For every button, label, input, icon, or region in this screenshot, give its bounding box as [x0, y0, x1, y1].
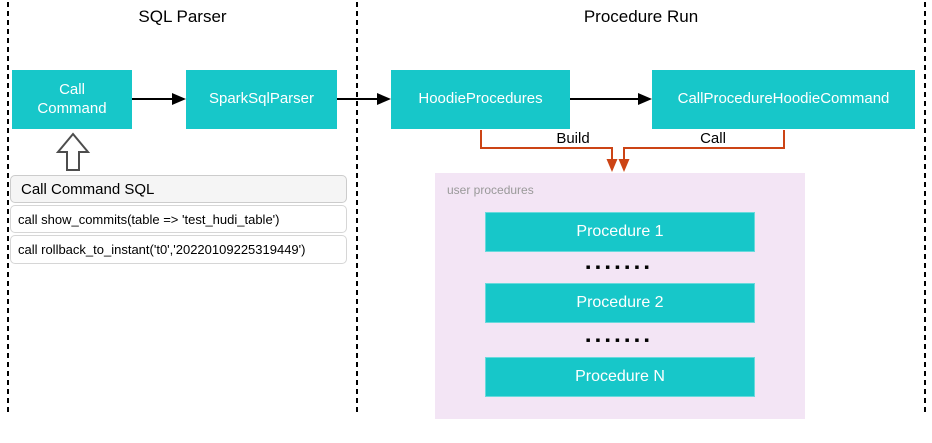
procedure-n-node: Procedure N: [485, 357, 755, 397]
procedure-2-node: Procedure 2: [485, 283, 755, 323]
build-edge-label: Build: [543, 130, 603, 147]
call-procedure-hoodie-command-node: CallProcedureHoodieCommand: [652, 70, 915, 129]
call-connector: [623, 130, 785, 160]
call-edge-label: Call: [683, 130, 743, 147]
call-command-node: Call Command: [12, 70, 132, 129]
sql-example-show-commits: call show_commits(table => 'test_hudi_ta…: [10, 205, 347, 233]
spark-sql-parser-node: SparkSqlParser: [186, 70, 337, 129]
arrowhead-hoodieprocedures-to-callprocedurehoodiecommand: [638, 93, 652, 105]
user-procedures-label: user procedures: [447, 183, 534, 197]
sql-parser-section-title: SQL Parser: [138, 7, 227, 26]
arrowhead-sparksqlparser-to-hoodieprocedures: [377, 93, 391, 105]
procedure-1-node: Procedure 1: [485, 212, 755, 252]
build-connector: [480, 130, 613, 160]
arrowhead-callcommand-to-sparksqlparser: [172, 93, 186, 105]
procedure-run-section-title: Procedure Run: [583, 7, 699, 26]
hollow-up-arrow: [55, 132, 91, 171]
call-arrowhead: [618, 159, 630, 172]
ellipsis-dots-1: ▪▪▪▪▪▪▪: [585, 263, 655, 271]
sql-panel-header: Call Command SQL: [10, 175, 347, 203]
sql-example-rollback-to-instant: call rollback_to_instant('t0','202201092…: [10, 235, 347, 264]
ellipsis-dots-2: ▪▪▪▪▪▪▪: [585, 336, 655, 344]
build-arrowhead: [606, 159, 618, 172]
hoodie-procedures-node: HoodieProcedures: [391, 70, 570, 129]
